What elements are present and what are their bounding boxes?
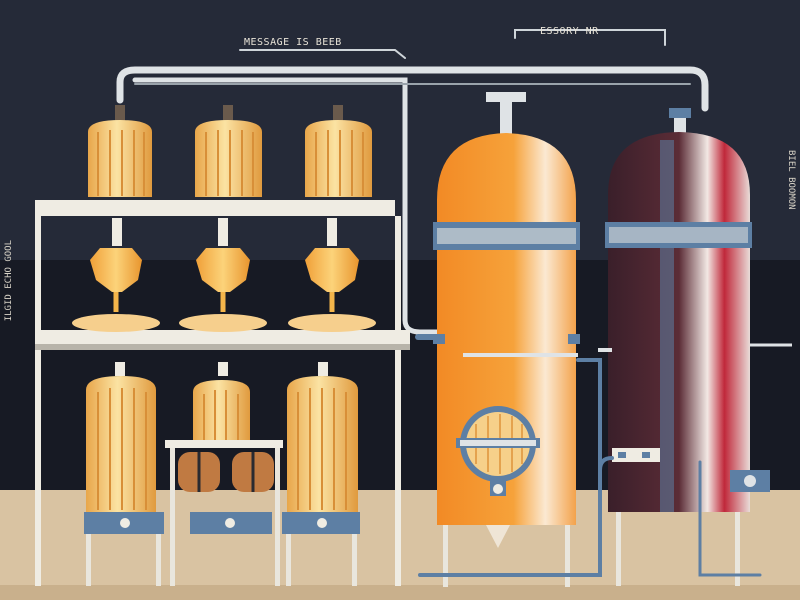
fermentation-vessel-icon [84,362,164,586]
lower-piping [415,334,762,577]
funnel-icon [72,218,160,332]
lower-vessels [84,362,360,586]
orange-storage-tank [433,92,580,587]
funnels [72,218,376,332]
overhead-piping [116,29,709,335]
top-fermenters [88,105,372,197]
shelving-rack [35,200,410,586]
fermentation-vessel-icon [305,105,372,197]
tank-valve [486,92,526,102]
dark-storage-tank [598,108,792,586]
side-label-right: BIEL BOOMON [786,150,796,210]
pipe-label-top-left: MESSAGE IS BEEB [244,37,342,48]
fermentation-vessel-icon [88,105,152,197]
floor-shadow [0,585,800,600]
fermentation-vessel-icon [282,362,360,586]
fermentation-vessel-icon [195,105,262,197]
manway-hatch-icon [456,406,540,482]
funnel-icon [179,218,267,332]
funnel-icon [288,218,376,332]
fermentation-vessel-icon [165,362,283,586]
side-label-left: ILGID ECHO GOOL [4,240,14,322]
pipe-label-top-right: ESSORY NR [540,26,599,37]
